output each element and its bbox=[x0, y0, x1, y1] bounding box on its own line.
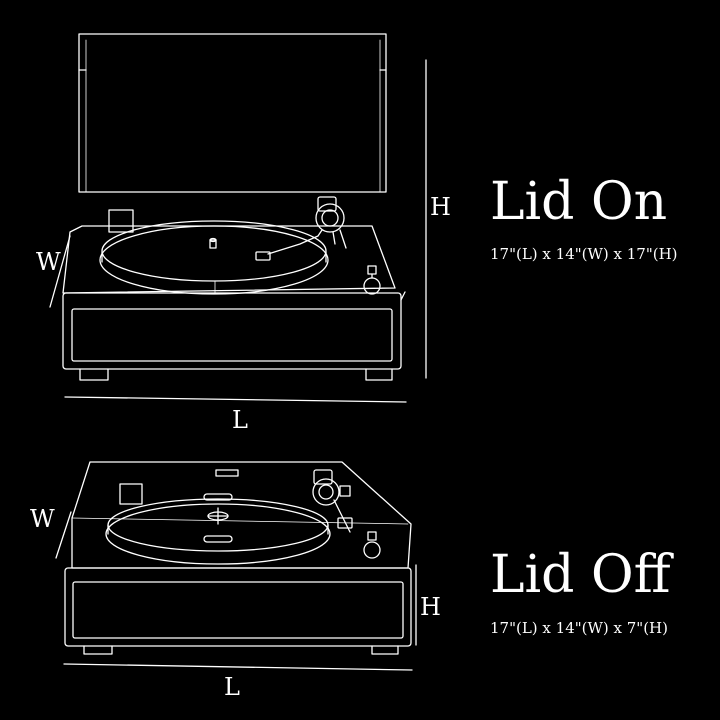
plinth-front-lid-off bbox=[64, 567, 412, 647]
width-label-lid-on: W bbox=[36, 248, 61, 276]
plinth-front bbox=[62, 292, 402, 370]
tonearm-lid-off bbox=[333, 499, 351, 533]
tonearm bbox=[267, 229, 323, 255]
tonearm-base-lid-off bbox=[312, 478, 340, 506]
lid-on-dimensions: 17"(L) x 14"(W) x 17"(H) bbox=[490, 245, 678, 263]
length-label-lid-off: L bbox=[224, 673, 240, 701]
width-dim-line-lid-off bbox=[55, 511, 72, 559]
lid-off-title: Lid Off bbox=[490, 545, 671, 605]
width-dim-line-lid-on bbox=[49, 235, 71, 308]
width-label-lid-off: W bbox=[30, 505, 55, 533]
platter bbox=[99, 225, 329, 295]
lid-off-dimensions: 17"(L) x 14"(W) x 7"(H) bbox=[490, 619, 668, 637]
length-dim-line-lid-on bbox=[64, 396, 407, 403]
control-knob bbox=[363, 277, 381, 295]
platter-lid-off bbox=[105, 503, 331, 565]
plinth-top bbox=[62, 225, 396, 294]
length-dim-line-lid-off bbox=[63, 663, 413, 671]
height-label-lid-off: H bbox=[420, 593, 441, 621]
height-label-lid-on: H bbox=[430, 193, 451, 221]
lid-on-title: Lid On bbox=[490, 172, 668, 232]
control-knob-lid-off bbox=[363, 541, 381, 559]
turntable-lid-on bbox=[62, 33, 406, 381]
dust-cover bbox=[71, 461, 412, 569]
open-lid bbox=[78, 33, 387, 193]
tonearm-base bbox=[315, 203, 345, 233]
turntable-lid-off bbox=[64, 461, 412, 655]
length-label-lid-on: L bbox=[232, 406, 248, 434]
